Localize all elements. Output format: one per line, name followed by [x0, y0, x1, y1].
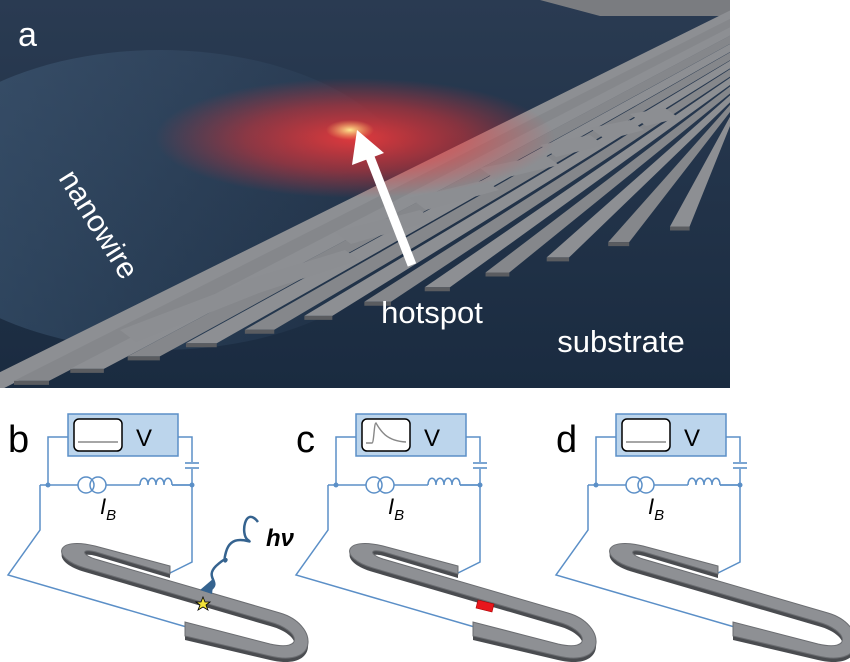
- wire-meter-left: [595, 436, 616, 485]
- wire-meter-right: [178, 436, 193, 462]
- panel-a-nanowire-render: a nanowire hotspot substrate: [0, 0, 850, 388]
- wire-edge: [608, 242, 630, 247]
- current-source-circle: [625, 476, 643, 494]
- wire-strip: [732, 116, 750, 211]
- panel-d-circuit: d V IB: [554, 413, 850, 662]
- inductor-coil: [139, 477, 173, 486]
- wire-strip: [14, 18, 730, 381]
- wire-strip: [70, 27, 730, 369]
- wire-edge: [244, 329, 275, 334]
- wire-cap-down: [720, 469, 741, 486]
- wire-strip: [735, 124, 811, 195]
- wire-strip: [424, 77, 730, 288]
- wire-edge: [364, 301, 391, 306]
- wire-to-device-right: [455, 485, 481, 575]
- wire-turn: [410, 180, 499, 210]
- circuit-panels: b V IB hν c V IB d V IB: [6, 413, 850, 662]
- bias-current-subscript: B: [394, 507, 404, 524]
- voltage-pulse-trace: [366, 422, 407, 444]
- wire-edge: [14, 380, 49, 385]
- bias-current-label: IB: [388, 494, 404, 524]
- wire-strip: [485, 86, 730, 273]
- wire-to-device-left: [554, 485, 739, 629]
- wire-cap-down: [460, 469, 481, 486]
- inductor-coil: [687, 477, 721, 486]
- wire-meter-right: [726, 436, 741, 462]
- current-source-circle: [637, 476, 655, 494]
- wire-strip: [735, 141, 850, 162]
- bias-current-subscript: B: [106, 507, 116, 524]
- wire-meter-right: [466, 436, 481, 462]
- nanowire-device: [349, 542, 597, 659]
- nanowire-device: [609, 542, 850, 659]
- photon-wave: [209, 515, 259, 592]
- current-source-circle: [89, 476, 107, 494]
- wire-edge: [732, 211, 750, 215]
- wire-strip: [735, 133, 850, 179]
- wire-to-device-right: [715, 485, 741, 575]
- hotspot-arrow: [363, 150, 417, 267]
- wire-edge: [127, 356, 160, 361]
- wire-meter-left: [47, 436, 68, 485]
- wire-edge: [794, 195, 811, 199]
- wire-turn: [120, 275, 279, 342]
- normal-region-hotspot: [475, 599, 495, 613]
- hotspot-label: hotspot: [381, 295, 483, 330]
- panel-c-letter: c: [296, 419, 315, 461]
- panel-c-circuit: c V IB: [294, 413, 597, 662]
- wire-strip: [670, 116, 730, 227]
- wire-turn: [590, 120, 644, 140]
- substrate-label: substrate: [557, 324, 685, 359]
- wire-strip: [364, 69, 730, 302]
- current-source-circle: [377, 476, 395, 494]
- panel-d-letter: d: [556, 419, 577, 461]
- wire-edge: [185, 343, 217, 348]
- wire-to-device-left: [294, 485, 479, 629]
- bias-current-subscript: B: [654, 507, 664, 524]
- voltmeter-label: V: [684, 425, 700, 452]
- wire-edge: [424, 287, 450, 292]
- hotspot-core: [326, 120, 374, 140]
- wire-turn: [240, 250, 359, 294]
- wire-meter-left: [335, 436, 356, 485]
- wire-cap-down: [172, 469, 193, 486]
- junction-node: [333, 482, 339, 488]
- bias-current-label: IB: [100, 494, 116, 524]
- absorption-star-icon: [194, 595, 212, 611]
- voltmeter-screen: [73, 418, 123, 452]
- current-source-circle: [365, 476, 383, 494]
- wire-strip: [546, 95, 730, 258]
- wire-to-device-left: [6, 485, 191, 629]
- wire-corner: [540, 0, 730, 16]
- wire-edge: [546, 257, 570, 262]
- wire-strip: [608, 104, 730, 243]
- inductor-coil: [427, 477, 461, 486]
- junction-node: [593, 482, 599, 488]
- wire-edge: [485, 272, 510, 277]
- photon-label: hν: [266, 525, 295, 552]
- junction-node: [45, 482, 51, 488]
- voltmeter-label: V: [424, 425, 440, 452]
- wire-turn: [335, 210, 434, 244]
- hotspot-arrow-head: [352, 130, 384, 165]
- current-source-circle: [77, 476, 95, 494]
- panel-b-letter: b: [8, 419, 29, 461]
- meander-wires: [0, 10, 850, 388]
- wire-turn: [540, 135, 604, 157]
- wire-to-device-right: [167, 485, 193, 575]
- wire-edge: [304, 315, 333, 320]
- bias-current-label: IB: [648, 494, 664, 524]
- wire-edge: [70, 368, 104, 373]
- panel-b-circuit: b V IB hν: [6, 413, 309, 662]
- panel-a-letter: a: [18, 16, 37, 54]
- wire-strip: [0, 10, 730, 388]
- wire-turn: [630, 108, 679, 126]
- nanowire-device: [61, 542, 309, 659]
- voltmeter-label: V: [136, 425, 152, 452]
- wire-edge: [670, 226, 690, 231]
- voltmeter-screen: [621, 418, 671, 452]
- photon-arrow-head: [200, 578, 214, 594]
